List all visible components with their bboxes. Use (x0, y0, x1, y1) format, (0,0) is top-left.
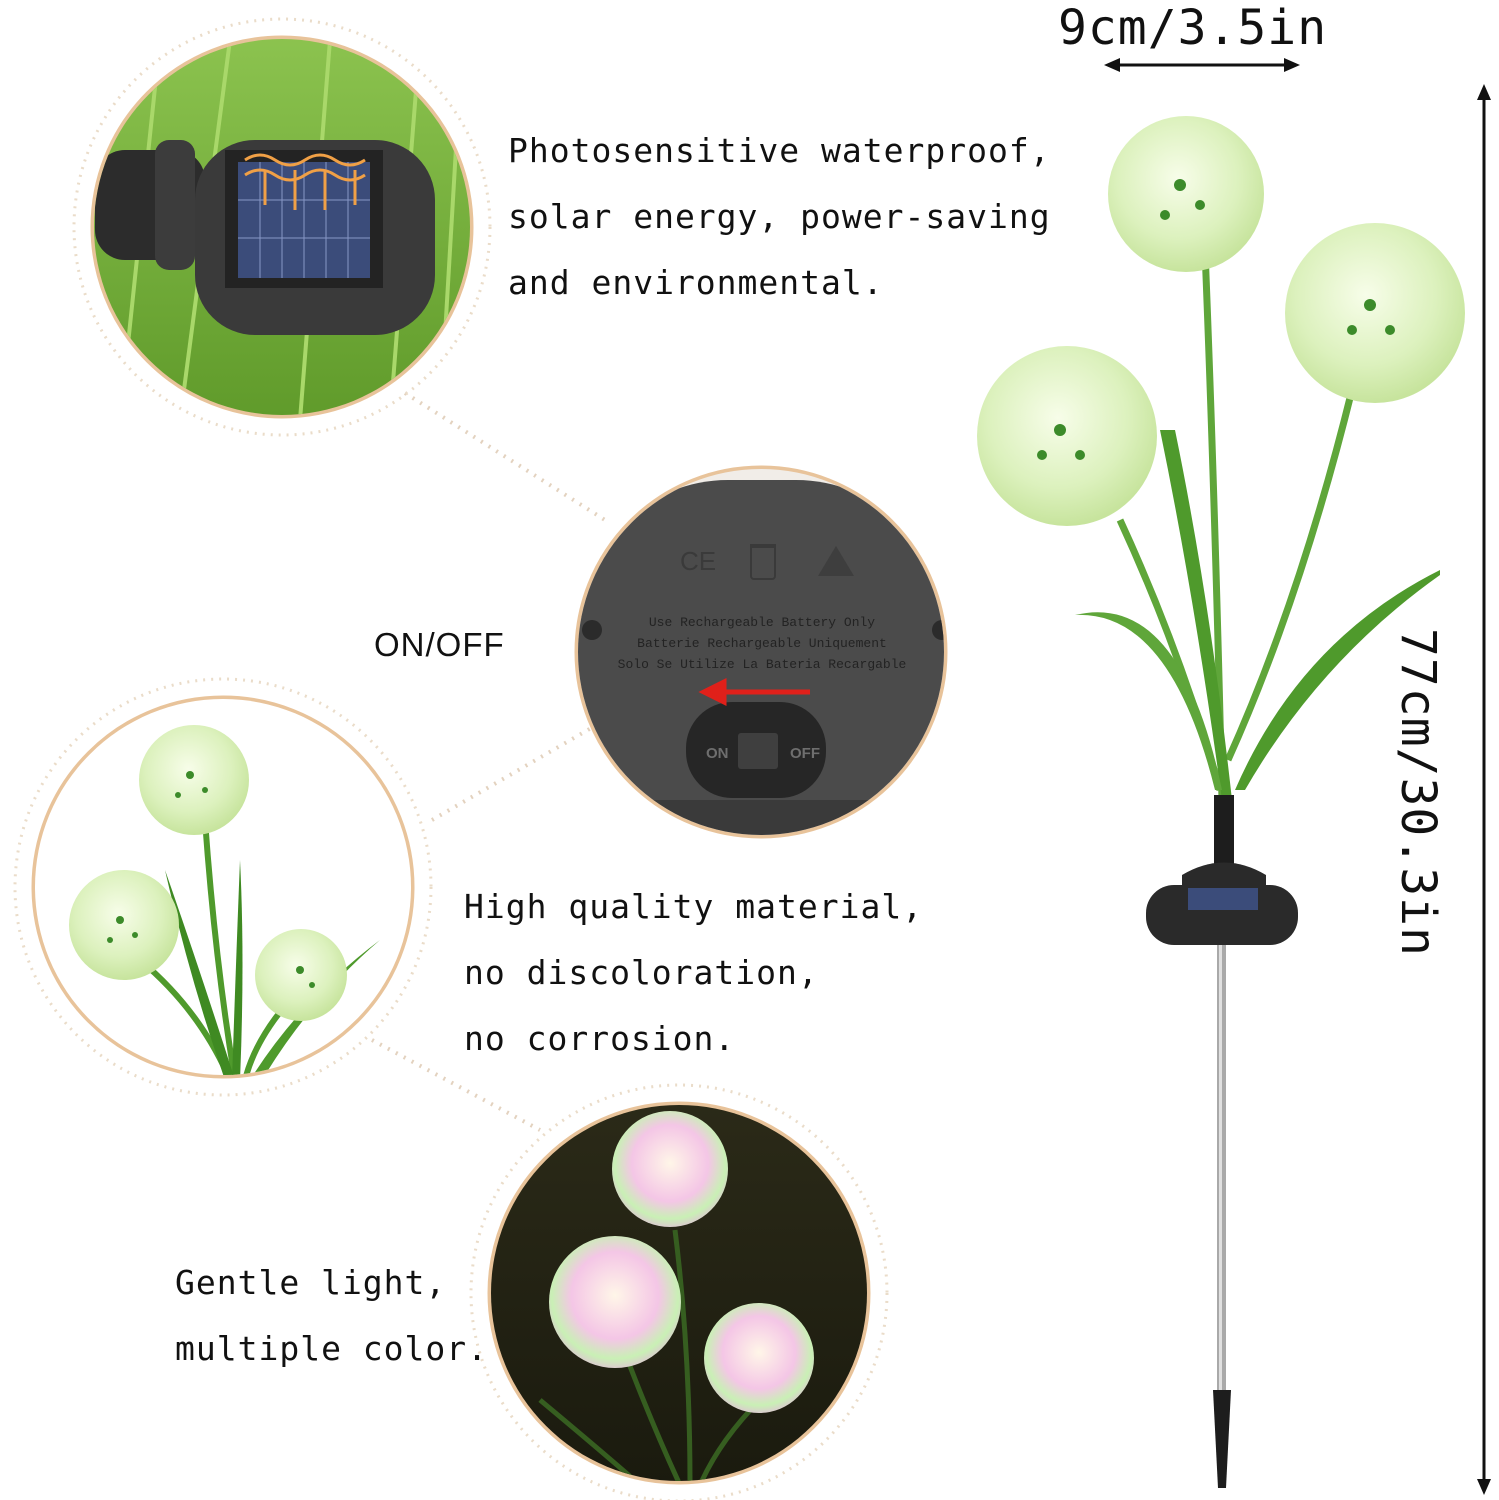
product-full (977, 58, 1491, 1495)
feature-line: no discoloration, (464, 953, 819, 992)
height-dimension-label: 77cm/30.3in (1390, 628, 1446, 957)
feature-line: High quality material, (464, 887, 924, 926)
flower-photo (13, 677, 433, 1097)
battery-notice: Use Rechargeable Battery Only Batterie R… (612, 612, 912, 675)
battery-notice-line: Use Rechargeable Battery Only (648, 615, 876, 630)
switch-off-label: OFF (790, 745, 820, 762)
switch-on-label: ON (706, 745, 729, 762)
feature-line: Gentle light, (175, 1263, 447, 1302)
feature-material-text: High quality material, no discoloration,… (464, 874, 923, 1072)
feature-light-text: Gentle light, multiple color. (175, 1250, 488, 1382)
width-dimension-label: 9cm/3.5in (1058, 0, 1328, 56)
feature-line: no corrosion. (464, 1019, 736, 1058)
solar-panel-photo (72, 17, 492, 437)
on-off-callout: ON/OFF (374, 626, 505, 663)
feature-line: Photosensitive waterproof, (508, 131, 1051, 170)
battery-notice-line: Batterie Rechargeable Uniquement (637, 636, 887, 651)
switch-photo (574, 465, 948, 839)
feature-solar-text: Photosensitive waterproof, solar energy,… (508, 118, 1051, 316)
warning-triangle-icon (818, 546, 854, 576)
connector-lines (371, 391, 607, 1132)
night-light-photo (469, 1083, 889, 1500)
battery-notice-line: Solo Se Utilize La Bateria Recargable (617, 657, 907, 672)
weee-bin-icon (750, 544, 776, 580)
sunlight-arrows-icon (244, 153, 366, 210)
ce-mark: CE (680, 546, 717, 576)
feature-line: multiple color. (175, 1329, 489, 1368)
feature-line: and environmental. (508, 263, 884, 302)
feature-line: solar energy, power-saving (508, 197, 1051, 236)
